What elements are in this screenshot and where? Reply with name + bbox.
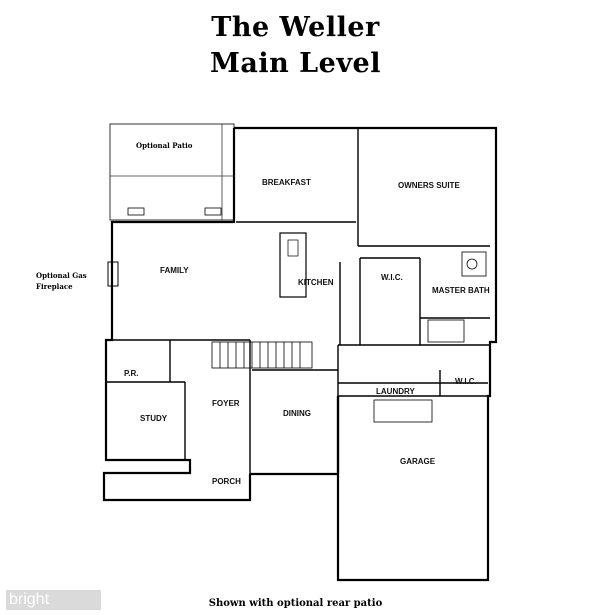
kitchen-sink [287, 239, 299, 257]
attic-access-box [373, 399, 433, 423]
patio-post-right [204, 207, 222, 216]
room-label-dining: DINING [283, 409, 311, 418]
room-label-laundry: LAUNDRY [376, 387, 415, 396]
staircase [211, 341, 313, 369]
master-bath-fixtures [427, 251, 487, 343]
gas-fireplace-label-line1: Optional Gas [36, 271, 87, 280]
room-label-wic-lower: W.I.C. [455, 377, 477, 386]
room-label-family: FAMILY [160, 266, 189, 275]
plan-caption: Shown with optional rear patio [208, 598, 383, 609]
room-label-porch: PORCH [212, 477, 241, 486]
brand-watermark: bright [6, 590, 101, 610]
plan-title-line1: The Weller [211, 12, 380, 43]
room-label-kitchen: KITCHEN [298, 278, 334, 287]
interior-walls [106, 128, 490, 474]
room-label-wic-upper: W.I.C. [381, 273, 403, 282]
room-label-master-bath: MASTER BATH [432, 286, 490, 295]
room-label-breakfast: BREAKFAST [262, 178, 311, 187]
plan-title-line2: Main Level [210, 48, 381, 79]
gas-fireplace-label-line2: Fireplace [36, 282, 73, 291]
room-label-foyer: FOYER [212, 399, 240, 408]
room-label-pr: P.R. [124, 369, 139, 378]
room-label-study: STUDY [140, 414, 168, 423]
patio-post-left [127, 207, 145, 216]
optional-patio-label: Optional Patio [136, 141, 193, 150]
fireplace-icon [107, 261, 119, 287]
kitchen-island [279, 232, 307, 298]
room-label-garage: GARAGE [400, 457, 436, 466]
optional-patio-area [109, 123, 235, 221]
room-label-owners-suite: OWNERS SUITE [398, 181, 460, 190]
exterior-walls [102, 126, 498, 582]
